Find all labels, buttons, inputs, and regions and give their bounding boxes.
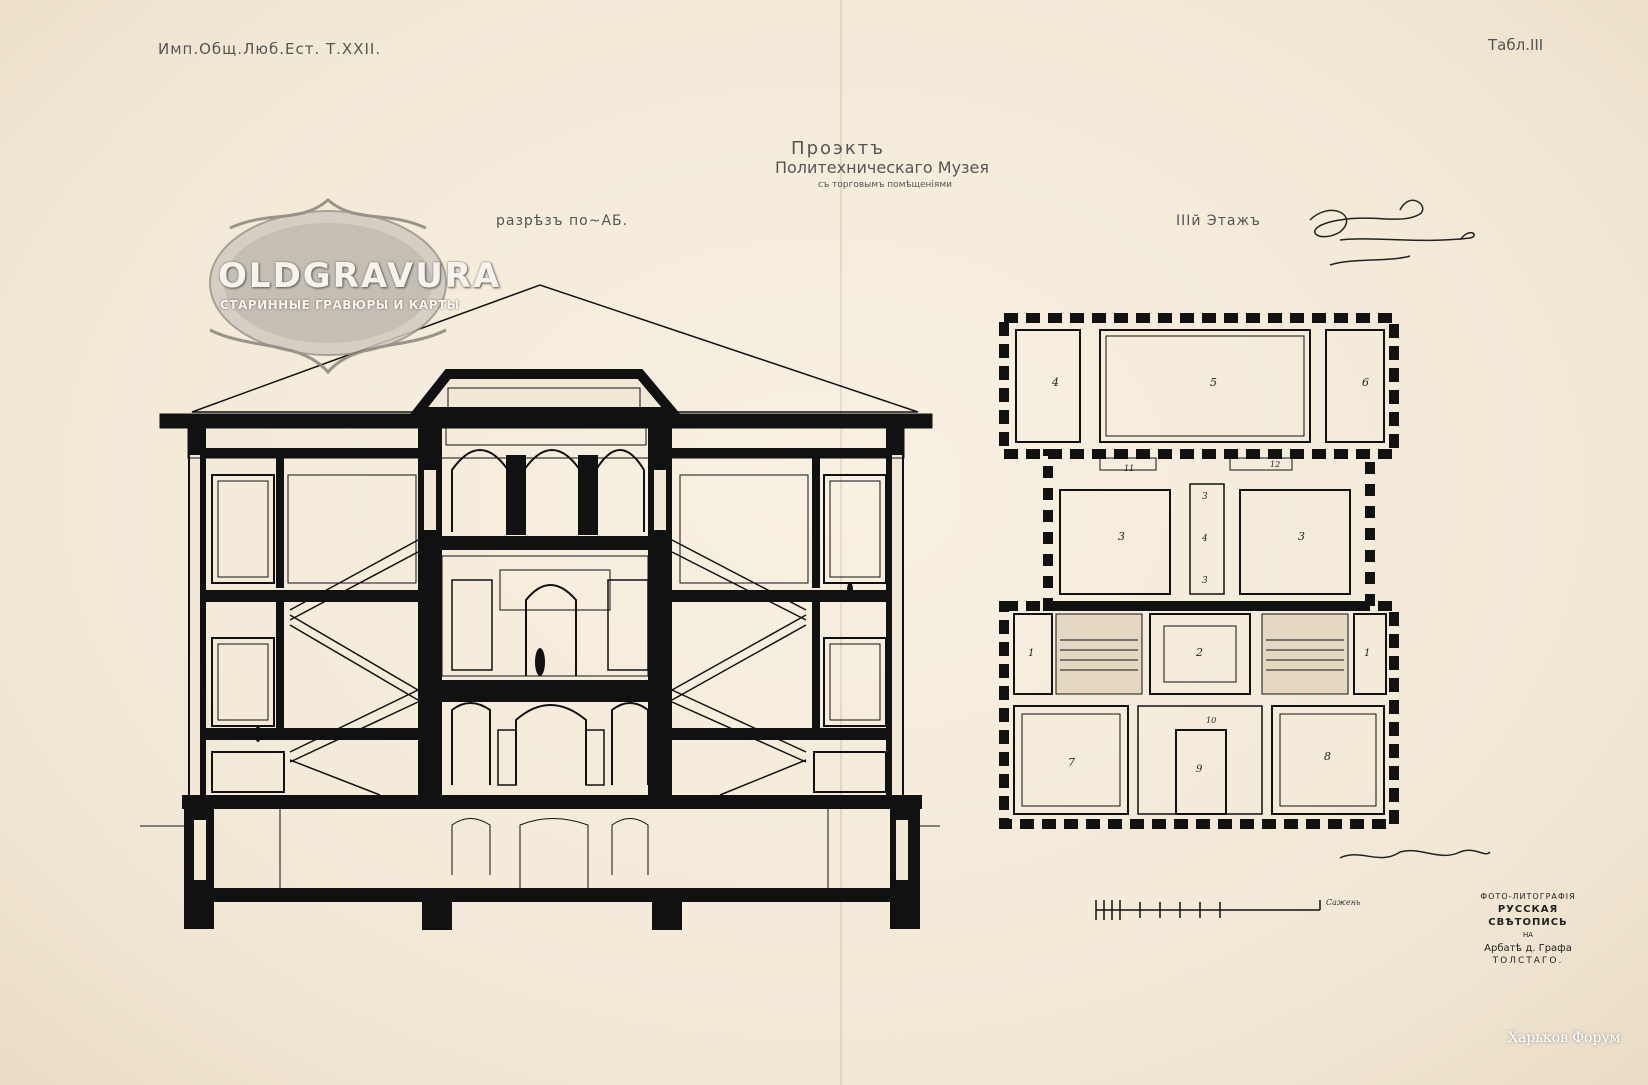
upper-arcade: [445, 414, 647, 535]
room-number: 10: [1206, 716, 1217, 725]
publisher-line2: РУССКАЯ СВѢТОПИСЬ: [1488, 904, 1568, 928]
scale-bar: [1095, 900, 1321, 920]
room-number: 9: [1196, 764, 1203, 775]
floor-plan-label: IIIй Этажъ: [1176, 213, 1261, 229]
right-staircases: [671, 539, 807, 796]
room-number: 1: [1364, 648, 1371, 659]
title-line3: съ торговымъ помѣщеніями: [818, 180, 952, 190]
signature-top: [1309, 199, 1475, 266]
room-number: 4: [1052, 376, 1059, 389]
ground-slab: [182, 795, 922, 809]
publisher-line5: ТОЛСТАГО.: [1492, 956, 1564, 966]
room-number: 2: [1196, 646, 1203, 659]
room-number: 8: [1324, 750, 1331, 763]
room-number: 7: [1068, 756, 1075, 769]
room-number: 3: [1118, 530, 1125, 543]
room-number: 11: [1124, 464, 1135, 473]
signature-bottom: [1339, 849, 1491, 859]
room-number: 3: [1298, 530, 1305, 543]
watermark-tagline: СТАРИННЫЕ ГРАВЮРЫ И КАРТЫ: [220, 298, 460, 312]
room-number: 6: [1362, 376, 1369, 389]
section-drawing: [140, 284, 940, 930]
publisher-stamp: ФОТО-ЛИТОГРАФІЯ РУССКАЯ СВѢТОПИСЬ НА Арб…: [1468, 890, 1588, 968]
header-right-reference: Табл.III: [1488, 36, 1544, 54]
room-number: 12: [1270, 460, 1281, 469]
left-staircases: [289, 539, 419, 796]
section-label: разрѣзъ по~АБ.: [496, 213, 629, 229]
corner-watermark: Харьков Форум: [1508, 1030, 1621, 1046]
publisher-line3: НА: [1522, 931, 1534, 939]
publisher-line1: ФОТО-ЛИТОГРАФІЯ: [1480, 892, 1576, 901]
publisher-line4: Арбатѣ д. Графа: [1484, 943, 1572, 954]
room-number: 3: [1202, 492, 1208, 502]
title-line2: Политехническаго Музея: [774, 158, 990, 177]
scale-label: Сажень: [1326, 898, 1361, 907]
floor-plan: [999, 313, 1399, 829]
room-number: 1: [1028, 648, 1035, 659]
lantern-roof: [407, 369, 683, 417]
center-fold: [840, 0, 842, 1085]
watermark-name: OLDGRAVURA: [218, 256, 502, 296]
room-number: 5: [1210, 376, 1217, 389]
room-number: 4: [1202, 534, 1208, 544]
room-number: 3: [1202, 576, 1208, 586]
watermark-emblem: [209, 198, 447, 375]
title-line1: Проэктъ: [791, 138, 885, 159]
header-left-reference: Имп.Общ.Люб.Ест. Т.XXII.: [158, 40, 382, 58]
